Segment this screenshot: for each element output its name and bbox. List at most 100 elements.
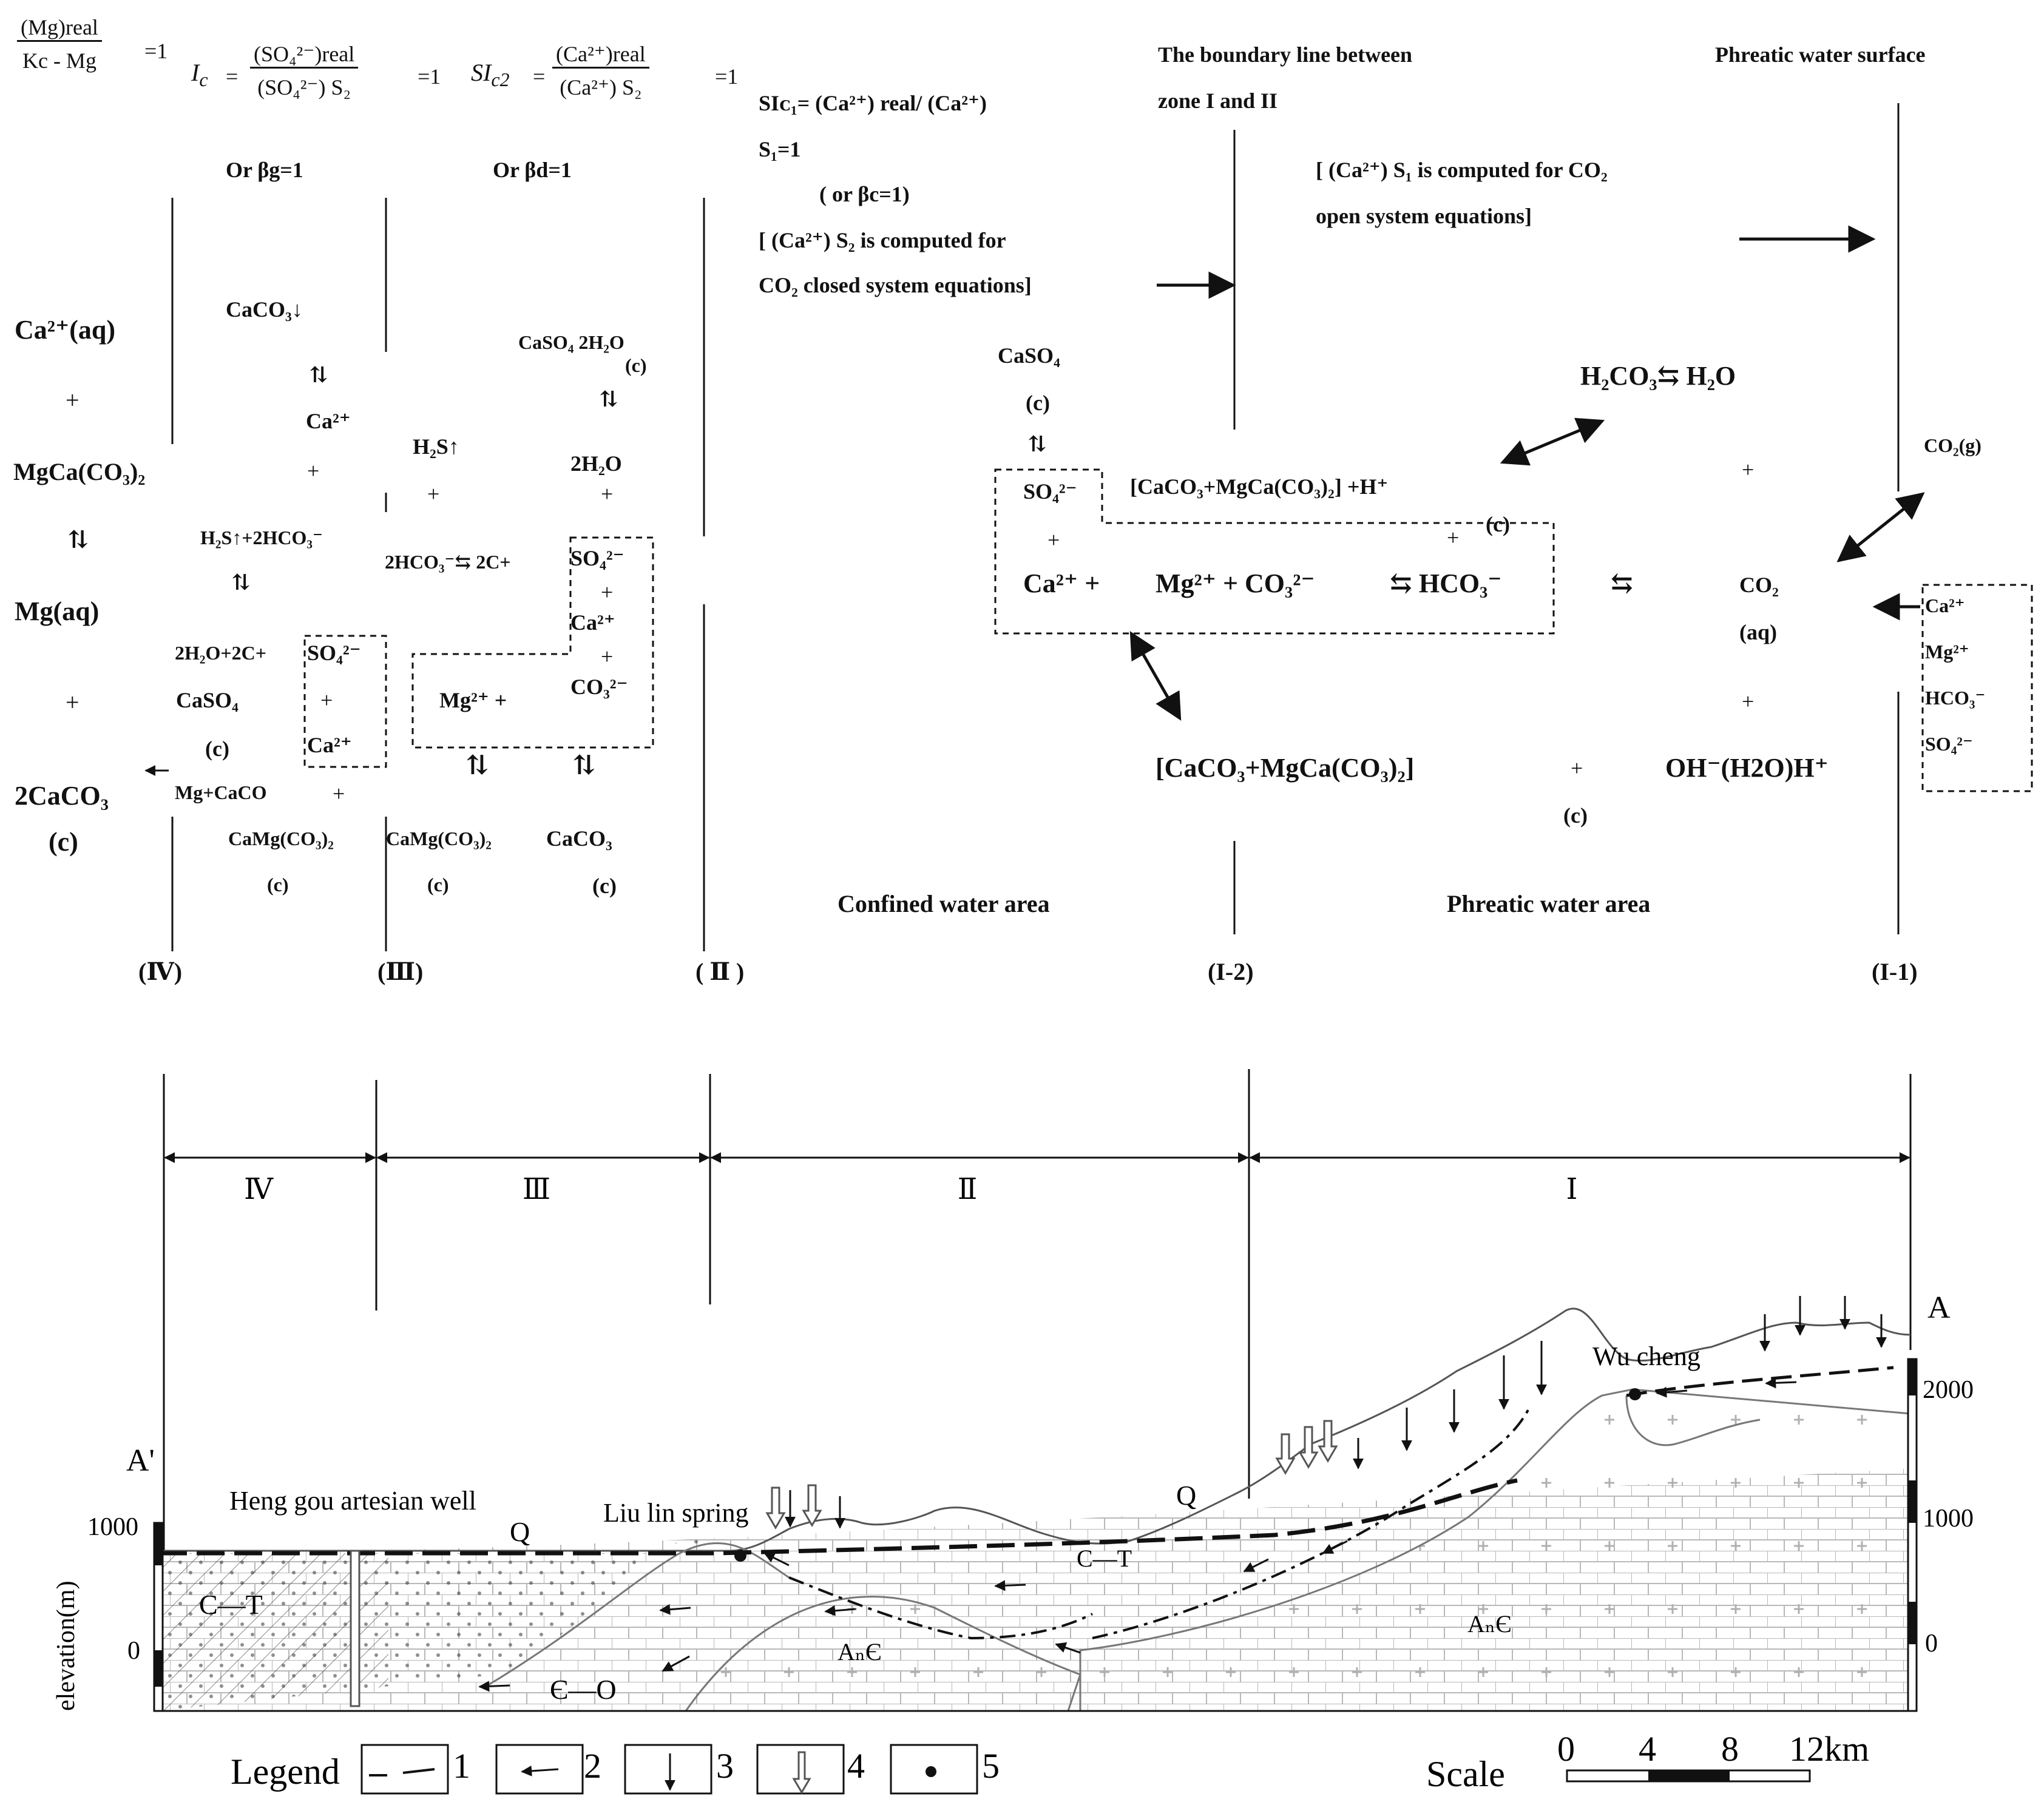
eq3-numerator: (Ca²⁺)real bbox=[552, 41, 649, 69]
plus: + bbox=[601, 482, 614, 506]
or-bd-label: Or βd=1 bbox=[493, 158, 572, 182]
plus: + bbox=[427, 482, 440, 506]
sic1-line3: ( or βc=1) bbox=[819, 182, 910, 206]
e-o-label: Є—O bbox=[550, 1674, 617, 1705]
eq2-assign: = bbox=[226, 64, 239, 89]
plus: + bbox=[307, 459, 320, 483]
zone-iv: Ⅳ bbox=[244, 1173, 274, 1206]
eq1-equals: =1 bbox=[144, 39, 168, 63]
phreatic-area-label: Phreatic water area bbox=[1447, 890, 1651, 917]
mg-aq: Mg(aq) bbox=[15, 596, 100, 626]
quaternary-label: Q bbox=[1176, 1480, 1196, 1511]
plus: + bbox=[66, 689, 80, 716]
mg-caco: Mg+CaCO bbox=[175, 781, 267, 803]
equilibrium-arrows: ⇅ bbox=[232, 570, 251, 595]
legend-item-4: 4 bbox=[847, 1746, 865, 1786]
eq2-numerator: (SO₄²⁻)real bbox=[250, 41, 359, 69]
plus: + bbox=[1447, 525, 1460, 550]
mgca-co3: MgCa(CO₃)₂ bbox=[13, 458, 146, 485]
c-t-label: C—T bbox=[199, 1589, 263, 1620]
phase-c: (c) bbox=[49, 827, 78, 857]
eq3-equals: =1 bbox=[715, 64, 739, 89]
eq3-lhs: SIc2 bbox=[471, 59, 510, 90]
so4-ion: SO₄²⁻ bbox=[1023, 479, 1077, 504]
plus: + bbox=[1047, 528, 1060, 552]
ion-ca: Ca²⁺ bbox=[1925, 595, 1965, 616]
caco3-mgca: [CaCO₃+MgCa(CO₃)₂] bbox=[1156, 753, 1415, 783]
so4-ion: SO₄²⁻ bbox=[307, 641, 361, 665]
phase-c: (c) bbox=[205, 737, 229, 761]
sic1-line4: [ (Ca²⁺) S₂ is computed for bbox=[759, 228, 1006, 252]
co2-gas: CO₂(g) bbox=[1924, 434, 1981, 456]
phase-c: (c) bbox=[427, 874, 449, 896]
phase-c: (c) bbox=[1486, 512, 1510, 536]
hco3-equilibrium: 2HCO₃⁻⇆ 2C+ bbox=[385, 551, 511, 573]
zone-label-ii: ( Ⅱ ) bbox=[695, 958, 745, 985]
legend-item-5: 5 bbox=[982, 1746, 1000, 1786]
left-tick-0: 0 bbox=[127, 1637, 140, 1665]
confined-area-label: Confined water area bbox=[838, 890, 1050, 917]
plus: + bbox=[320, 688, 333, 712]
camg-co3: CaMg(CO₃)₂ bbox=[228, 828, 334, 849]
ca2-ion: Ca²⁺ bbox=[307, 733, 352, 757]
sic1-line1: SIᴄ₁= (Ca²⁺) real/ (Ca²⁺) bbox=[759, 91, 987, 115]
equilibrium-arrows: ⇅ bbox=[68, 526, 89, 553]
ca-aq: Ca²⁺(aq) bbox=[15, 315, 115, 345]
scale-tick-0: 0 bbox=[1557, 1729, 1575, 1769]
ion-so4: SO₄²⁻ bbox=[1925, 733, 1973, 755]
eq2-lhs: Ic bbox=[191, 59, 208, 90]
phreatic-surface-label: Phreatic water surface bbox=[1715, 42, 1926, 67]
h2s-up: H₂S↑ bbox=[413, 434, 459, 459]
h2co3-equilibrium: H₂CO₃⇆ H₂O bbox=[1580, 361, 1736, 391]
caso4: CaSO₄ bbox=[998, 343, 1060, 368]
eq2-denominator: (SO₄²⁻) S₂ bbox=[257, 75, 351, 100]
mg2-ion: Mg²⁺ + bbox=[439, 688, 507, 712]
heng-gou-label: Heng gou artesian well bbox=[229, 1486, 476, 1516]
plus: + bbox=[66, 386, 80, 414]
phase-c: (c) bbox=[592, 874, 617, 898]
eq2-fraction: (SO₄²⁻)real (SO₄²⁻) S₂ bbox=[250, 41, 359, 100]
oh-h2o-h: OH⁻(H2O)H⁺ bbox=[1665, 753, 1829, 783]
scale-tick-4: 4 bbox=[1639, 1729, 1656, 1769]
eq1-denominator: Kc - Mg bbox=[22, 49, 96, 73]
caso4: CaSO₄ bbox=[176, 688, 239, 712]
zone-iii: Ⅲ bbox=[523, 1173, 550, 1206]
legend-title: Legend bbox=[231, 1752, 340, 1792]
eq1-fraction: (Mg)real Kc - Mg bbox=[17, 15, 102, 73]
mg-co3-ions: Mg²⁺ + CO₃²⁻ bbox=[1156, 568, 1315, 598]
sic1-line5: CO₂ closed system equations] bbox=[759, 273, 1032, 297]
zone-i: Ⅰ bbox=[1566, 1173, 1578, 1206]
phase-c: (c) bbox=[1563, 803, 1588, 828]
legend-item-2: 2 bbox=[584, 1746, 601, 1786]
ion-mg: Mg²⁺ bbox=[1925, 641, 1969, 663]
eq3-assign: = bbox=[533, 64, 546, 89]
zone-label-iv: (Ⅳ) bbox=[138, 958, 183, 985]
plus: + bbox=[601, 580, 614, 604]
co3-ion: CO₃²⁻ bbox=[570, 675, 628, 699]
quaternary-label: Q bbox=[510, 1516, 530, 1547]
boundary-label-line1: The boundary line between bbox=[1158, 42, 1413, 67]
equilibrium-arrows: ⇅ bbox=[310, 363, 328, 387]
or-bg-label: Or βg=1 bbox=[226, 158, 303, 182]
caco3-2: 2CaCO₃ bbox=[15, 781, 109, 811]
plus: + bbox=[1742, 457, 1755, 482]
legend-item-3: 3 bbox=[716, 1746, 734, 1786]
h2s-hco3: H₂S↑+2HCO₃⁻ bbox=[200, 527, 323, 548]
left-tick-1000: 1000 bbox=[87, 1513, 138, 1541]
eq1-numerator: (Mg)real bbox=[17, 15, 102, 42]
right-tick-0: 0 bbox=[1925, 1630, 1938, 1658]
sic1-line2: S₁=1 bbox=[759, 137, 801, 161]
anc-label: AₙЄ bbox=[838, 1638, 882, 1665]
legend-item-1: 1 bbox=[453, 1746, 470, 1786]
right-tick-1000: 1000 bbox=[1923, 1505, 1974, 1533]
scale-tick-12km: 12km bbox=[1789, 1729, 1869, 1769]
ca2-ion: Ca²⁺ bbox=[570, 610, 615, 635]
equilibrium-arrows: ⇅ bbox=[466, 751, 489, 780]
s1-line1: [ (Ca²⁺) S₁ is computed for CO₂ bbox=[1316, 158, 1608, 182]
zone-label-iii: (Ⅲ) bbox=[377, 958, 424, 985]
aq-label: (aq) bbox=[1739, 620, 1777, 644]
right-tick-2000: 2000 bbox=[1923, 1376, 1974, 1404]
co2: CO₂ bbox=[1739, 573, 1779, 597]
s1-line2: open system equations] bbox=[1316, 204, 1532, 228]
